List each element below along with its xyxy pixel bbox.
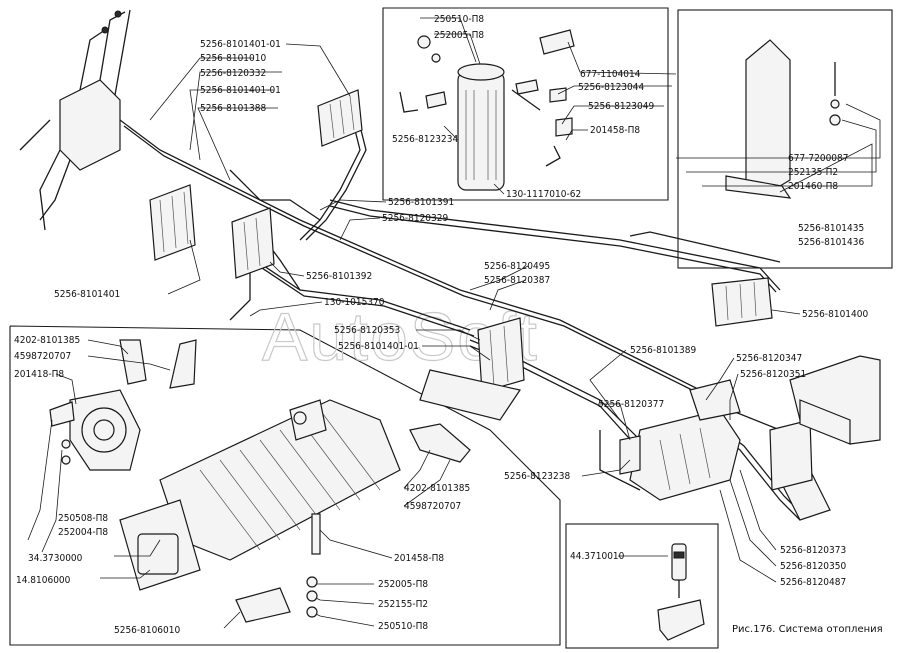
part-labels: 5256-8101401-01 5256-8101010 5256-812033… <box>14 14 883 636</box>
label-5256-8123234: 5256-8123234 <box>392 134 458 145</box>
label-4598720707-right: 4598720707 <box>404 501 461 512</box>
label-5256-8120347: 5256-8120347 <box>736 353 802 364</box>
label-5256-8101401-01-top: 5256-8101401-01 <box>200 39 281 50</box>
label-4202-8101385-right: 4202-8101385 <box>404 483 470 494</box>
radiator-left <box>149 184 196 261</box>
pump-unit <box>619 379 831 521</box>
label-677-1104014: 677-1104014 <box>580 69 641 80</box>
label-252005-p8-heater: 252005-П8 <box>378 579 428 590</box>
label-5256-8120353: 5256-8120353 <box>334 325 400 336</box>
label-252155-p2: 252155-П2 <box>378 599 428 610</box>
label-130-1015370: 130-1015370 <box>324 297 385 308</box>
label-5256-8101392: 5256-8101392 <box>306 271 372 282</box>
label-5256-8120495: 5256-8120495 <box>484 261 550 272</box>
label-201458-p8-heater: 201458-П8 <box>394 553 444 564</box>
label-5256-8106010: 5256-8106010 <box>114 625 180 636</box>
label-5256-8101400: 5256-8101400 <box>802 309 868 320</box>
sensor-inset-frame <box>565 523 719 649</box>
label-252004-p8: 252004-П8 <box>58 527 108 538</box>
label-201460-p8: 201460-П8 <box>788 181 838 192</box>
label-5256-8101401: 5256-8101401 <box>54 289 120 300</box>
label-5256-8101435: 5256-8101435 <box>798 223 864 234</box>
label-44-3710010: 44.3710010 <box>570 551 625 562</box>
label-130-1117010-62: 130-1117010-62 <box>506 189 581 200</box>
label-5256-8123238: 5256-8123238 <box>504 471 570 482</box>
radiator-center <box>419 317 525 421</box>
leader-lines <box>27 17 881 629</box>
label-5256-8120332: 5256-8120332 <box>200 68 266 79</box>
label-5256-8101401-01-b: 5256-8101401-01 <box>200 85 281 96</box>
label-5256-8101401-01-mid: 5256-8101401-01 <box>338 341 419 352</box>
filter-inset-frame <box>382 7 669 201</box>
fuel-filter <box>399 29 575 191</box>
label-250510-p8-heater: 250510-П8 <box>378 621 428 632</box>
label-5256-8120350: 5256-8120350 <box>780 561 846 572</box>
label-5256-8120329: 5256-8120329 <box>382 213 448 224</box>
label-4202-8101385-left: 4202-8101385 <box>14 335 80 346</box>
label-4598720707-left: 4598720707 <box>14 351 71 362</box>
label-677-7200087: 677-7200087 <box>788 153 848 164</box>
label-201458-p8-filter: 201458-П8 <box>590 125 640 136</box>
control-levers <box>19 9 131 231</box>
label-5256-8120377: 5256-8120377 <box>598 399 664 410</box>
mounting-bracket <box>725 39 841 199</box>
label-5256-8101388: 5256-8101388 <box>200 103 266 114</box>
bracket-inset-frame <box>677 9 893 269</box>
label-5256-8123049: 5256-8123049 <box>588 101 654 112</box>
label-14-8106000: 14.8106000 <box>16 575 71 586</box>
label-5256-8101436: 5256-8101436 <box>798 237 864 248</box>
figure-caption: Рис.176. Система отопления <box>732 624 883 635</box>
label-252005-p8-filter: 252005-П8 <box>434 30 484 41</box>
label-5256-8120387: 5256-8120387 <box>484 275 550 286</box>
seat-blower <box>789 355 881 445</box>
heater-assembly <box>49 339 471 623</box>
label-5256-8101010: 5256-8101010 <box>200 53 266 64</box>
label-252135-p2: 252135-П2 <box>788 167 838 178</box>
temperature-sensor <box>657 543 705 641</box>
label-34-3730000: 34.3730000 <box>28 553 83 564</box>
label-5256-8101389: 5256-8101389 <box>630 345 696 356</box>
radiator-middle <box>231 207 275 279</box>
label-250510-p8-filter: 250510-П8 <box>434 14 484 25</box>
label-5256-8123044: 5256-8123044 <box>578 82 644 93</box>
label-5256-8120351: 5256-8120351 <box>740 369 806 380</box>
label-250508-p8: 250508-П8 <box>58 513 108 524</box>
radiator-upper <box>317 89 363 147</box>
radiator-right <box>711 277 773 327</box>
label-5256-8120373: 5256-8120373 <box>780 545 846 556</box>
label-5256-8120487: 5256-8120487 <box>780 577 846 588</box>
label-5256-8101391: 5256-8101391 <box>388 197 454 208</box>
label-201418-p8: 201418-П8 <box>14 369 64 380</box>
heater-inset-frame <box>9 325 561 646</box>
